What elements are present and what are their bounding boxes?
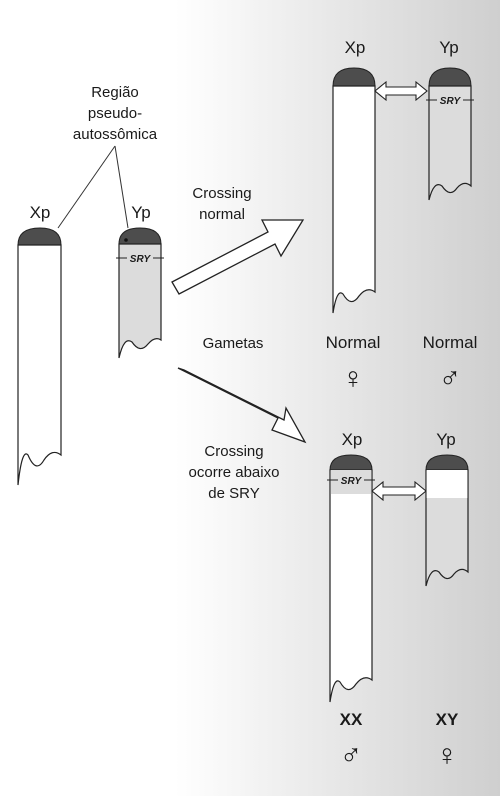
bottom-x-male-symbol: ♂ <box>340 739 363 772</box>
bottom-y-outcome-label: XY <box>436 710 459 729</box>
bottom-y-female-symbol: ♀ <box>436 739 459 772</box>
parent-x-body <box>18 245 61 485</box>
top-x-chromosome: Xp <box>333 38 375 313</box>
parent-y-sry-label: SRY <box>130 254 152 265</box>
parent-x-label: Xp <box>30 203 51 222</box>
crossing-below-label-line-2: ocorre abaixo <box>189 464 280 481</box>
top-y-label: Yp <box>439 38 459 57</box>
top-x-body <box>333 86 375 313</box>
gametes-label: Gametas <box>203 335 264 352</box>
top-y-male-symbol: ♂ <box>439 362 462 395</box>
bottom-x-chromosome: Xp SRY <box>327 430 375 702</box>
parent-y-centromere-dot <box>124 238 128 242</box>
bottom-x-body <box>330 470 372 702</box>
bottom-y-label: Yp <box>436 430 456 449</box>
crossing-normal-label-line-1: Crossing <box>192 185 251 202</box>
region-label-line-2: pseudo- <box>88 105 142 122</box>
bottom-x-outcome-label: XX <box>340 710 363 729</box>
top-x-female-symbol: ♀ <box>342 362 365 395</box>
top-y-outcome-label: Normal <box>423 333 478 352</box>
top-x-label: Xp <box>345 38 366 57</box>
top-x-outcome-label: Normal <box>326 333 381 352</box>
parent-x-chromosome: Xp <box>18 203 61 485</box>
region-label-line-1: Região <box>91 84 139 101</box>
top-y-sry-label: SRY <box>440 96 462 107</box>
bottom-x-label: Xp <box>342 430 363 449</box>
crossing-below-label-line-1: Crossing <box>204 443 263 460</box>
bottom-x-sry-label: SRY <box>341 476 363 487</box>
crossing-normal-label-line-2: normal <box>199 206 245 223</box>
region-label-line-3: autossômica <box>73 126 158 143</box>
parent-y-label: Yp <box>131 203 151 222</box>
crossing-below-label-line-3: de SRY <box>208 485 259 502</box>
bottom-y-translocated-segment <box>427 470 468 498</box>
